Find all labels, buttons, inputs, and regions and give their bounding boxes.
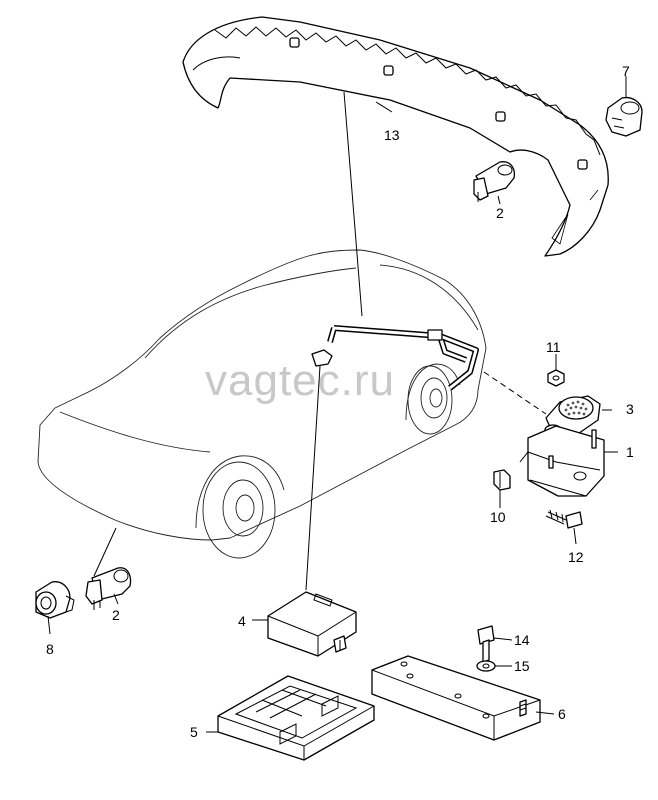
callout-1: 1 bbox=[626, 444, 634, 460]
callout-13: 13 bbox=[384, 127, 400, 143]
callout-15: 15 bbox=[514, 658, 530, 674]
callout-12: 12 bbox=[568, 549, 584, 565]
washer-15 bbox=[476, 660, 496, 672]
bolt-14 bbox=[477, 625, 495, 663]
callout-2-upper: 2 bbox=[496, 205, 504, 221]
leader-lines bbox=[47, 76, 627, 733]
holder-5 bbox=[217, 675, 375, 761]
rear-bumper-cover bbox=[182, 16, 609, 257]
sensor-bracket-7 bbox=[605, 96, 643, 137]
wiring-harness bbox=[311, 325, 479, 391]
parking-sensor-upper bbox=[473, 161, 516, 202]
callout-6: 6 bbox=[558, 706, 566, 722]
control-unit-4 bbox=[267, 591, 357, 657]
mounting-bracket-1 bbox=[519, 425, 605, 497]
nut-11 bbox=[547, 369, 565, 387]
clip-10 bbox=[493, 469, 511, 491]
callout-14: 14 bbox=[514, 632, 530, 648]
base-plate-6 bbox=[371, 655, 541, 741]
callout-11: 11 bbox=[546, 339, 561, 355]
callout-5: 5 bbox=[190, 724, 198, 740]
callout-2-lower: 2 bbox=[112, 607, 120, 623]
screw-12 bbox=[545, 509, 583, 529]
callout-8: 8 bbox=[46, 641, 54, 657]
callout-4: 4 bbox=[238, 613, 246, 629]
callout-3: 3 bbox=[626, 401, 634, 417]
car-outline bbox=[37, 249, 487, 559]
callout-7: 7 bbox=[622, 63, 630, 79]
callout-labels: 13 7 2 11 3 1 10 12 2 8 4 14 15 6 5 bbox=[46, 63, 634, 740]
connection-line-buzzer bbox=[483, 371, 547, 415]
parking-sensor-lower bbox=[85, 567, 132, 610]
sensor-bracket-8 bbox=[35, 581, 75, 619]
watermark: vagtec.ru bbox=[205, 356, 395, 405]
callout-10: 10 bbox=[490, 509, 506, 525]
